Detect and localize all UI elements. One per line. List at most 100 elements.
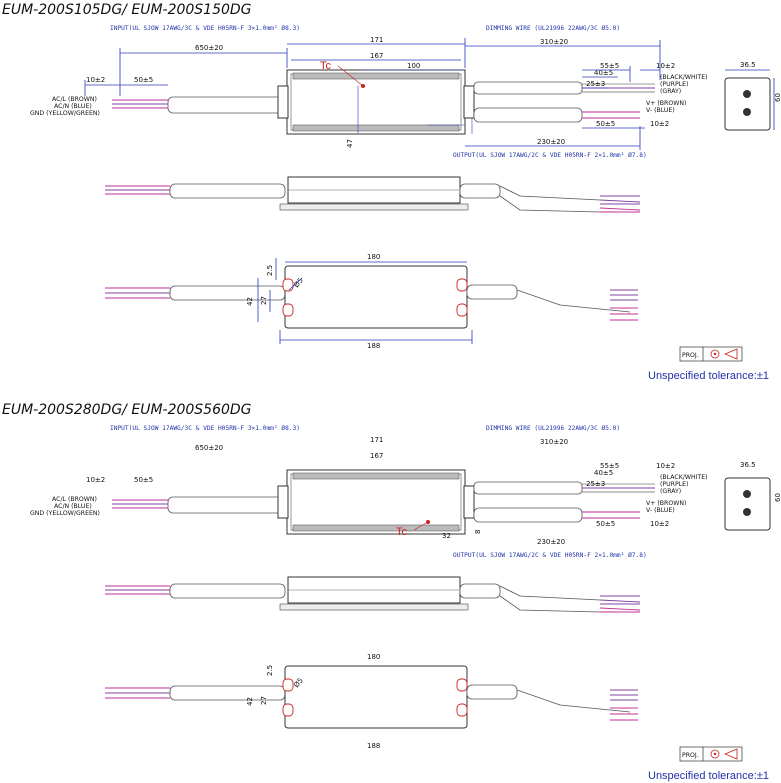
input-wire-label: AC/L (BROWN) [52, 96, 97, 103]
projection-cone-icon [723, 748, 738, 760]
input-cable-note: INPUT(UL SJOW 17AWG/3C & VDE H05RN-F 3×1… [110, 424, 300, 432]
dim-tc-x: 100 [407, 62, 420, 70]
output-end-cap [463, 85, 475, 119]
output-cable-side [459, 583, 501, 599]
dim-end-width: 36.5 [740, 461, 756, 469]
output-cable-bottom [466, 684, 518, 700]
mounting-slot [456, 703, 468, 717]
output-cable-side-2 [499, 195, 601, 213]
projection-label: PROJ. [682, 352, 699, 359]
dimming-cable [473, 81, 583, 95]
projection-circle-icon [713, 752, 717, 756]
output-wire-label: V- (BLUE) [646, 507, 675, 514]
output-cable-side-2 [499, 595, 601, 613]
input-wire-label: AC/N (BLUE) [54, 103, 92, 110]
dimming-wire-label: (PURPLE) [660, 81, 688, 88]
dimension-line [288, 277, 303, 291]
dimming-wire-label: (BLACK/WHITE) [660, 74, 708, 81]
dim-input-jacket: 50±5 [134, 76, 153, 84]
driver-body-top-view [286, 469, 466, 535]
heatsink-rib-bottom [292, 124, 460, 132]
dim-slot-offset: 2.5 [266, 265, 274, 276]
heatsink-rib-bottom [292, 524, 460, 532]
tolerance-note: Unspecified tolerance:±1 [648, 370, 769, 382]
mounting-flange [279, 603, 469, 611]
dim-slot-gap: 27 [260, 696, 268, 705]
input-wire-label: GND (YELLOW/GREEN) [30, 110, 100, 117]
dimming-cable-bottom [516, 689, 631, 713]
dim-body-length: 167 [370, 52, 383, 60]
dim-slot-spacing: 42 [246, 297, 254, 306]
dim-slot-offset: 2.5 [266, 665, 274, 676]
dim-slot-spacing: 42 [246, 697, 254, 706]
output-wire-side [599, 199, 641, 203]
projection-cone-icon [723, 348, 738, 360]
dim-dimming-jacket: 55±5 [600, 62, 619, 70]
mounting-slot [456, 278, 468, 292]
input-end-cap [277, 85, 289, 119]
output-cable-side [459, 183, 501, 199]
input-end-cap [277, 485, 289, 519]
dim-dimming-jacket: 55±5 [600, 462, 619, 470]
output-cable [473, 507, 583, 523]
tc-leader-line [337, 65, 364, 87]
output-cable [473, 107, 583, 123]
dim-end-height: 60 [774, 493, 781, 502]
dim-overall-length: 171 [370, 36, 383, 44]
tolerance-note: Unspecified tolerance:±1 [648, 770, 769, 782]
mounting-slot [282, 278, 294, 292]
dim-dimming-strip: 10±2 [656, 62, 675, 70]
dimming-cable-side [499, 585, 601, 601]
driver-body-bottom-view [284, 665, 468, 729]
dim-dimming-gray: 25±3 [586, 480, 605, 488]
projection-circle-icon [710, 749, 720, 759]
output-wire-side [599, 207, 641, 211]
mounting-slot [456, 303, 468, 317]
input-cable [167, 96, 284, 114]
output-wire-label: V+ (BROWN) [646, 500, 686, 507]
dim-end-height: 60 [774, 93, 781, 102]
dim-output-cable-length: 230±20 [537, 538, 565, 546]
output-wire-label: V+ (BROWN) [646, 100, 686, 107]
end-view-cable-hole [743, 508, 751, 516]
dim-dimming-purple: 40±5 [594, 469, 613, 477]
projection-label: PROJ. [682, 752, 699, 759]
projection-circle-icon [713, 352, 717, 356]
dim-input-strip: 10±2 [86, 76, 105, 84]
driver-end-view [724, 77, 771, 131]
dim-output-jacket: 50±5 [596, 120, 615, 128]
mounting-slot [282, 703, 294, 717]
dim-output-strip: 10±2 [650, 520, 669, 528]
dimming-wire-note: DIMMING WIRE (UL21996 22AWG/3C Ø5.0) [486, 24, 620, 32]
dimming-cable [473, 481, 583, 495]
dim-overall-mount: 188 [367, 342, 380, 350]
end-view-cable-hole [743, 108, 751, 116]
tc-leader-line [413, 521, 429, 531]
dim-mount-spacing: 180 [367, 653, 380, 661]
output-cable-note: OUTPUT(UL SJOW 17AWG/2C & VDE H05RN-F 2×… [453, 151, 647, 159]
dim-output-cable-length: 230±20 [537, 138, 565, 146]
mounting-slot [456, 678, 468, 692]
dim-overall-length: 171 [370, 436, 383, 444]
dim-input-strip: 10±2 [86, 476, 105, 484]
dim-tc-y: 8 [474, 530, 482, 534]
dim-output-jacket: 50±5 [596, 520, 615, 528]
driver-body-top-view [286, 69, 466, 135]
input-wire-label: AC/N (BLUE) [54, 503, 92, 510]
dim-slot-gap: 27 [260, 296, 268, 305]
output-end-cap [463, 485, 475, 519]
dim-dimming-purple: 40±5 [594, 69, 613, 77]
dimming-cable-bottom [516, 289, 631, 313]
dim-input-length: 650±20 [195, 44, 223, 52]
dim-end-width: 36.5 [740, 61, 756, 69]
heatsink-rib-top [292, 72, 460, 80]
dim-body-length: 167 [370, 452, 383, 460]
dim-output-length: 310±20 [540, 438, 568, 446]
dimming-wire-label: (BLACK/WHITE) [660, 474, 708, 481]
dim-mount-spacing: 180 [367, 253, 380, 261]
dim-tc-x: 32 [442, 532, 451, 540]
dim-overall-mount: 188 [367, 742, 380, 750]
